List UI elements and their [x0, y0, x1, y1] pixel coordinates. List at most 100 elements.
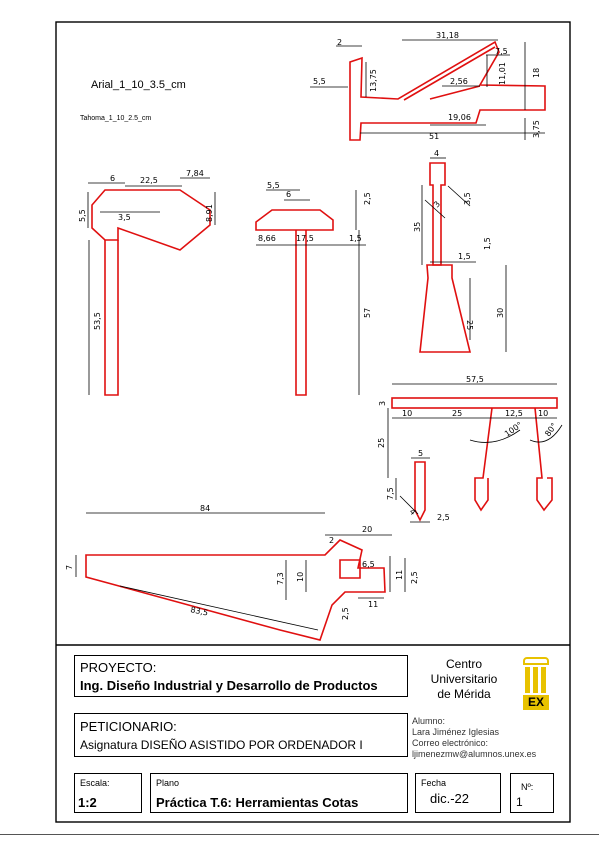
- proyecto-label: PROYECTO:: [80, 660, 157, 675]
- dim-line: [399, 495, 419, 515]
- logo-column-left: [525, 667, 530, 693]
- dim-label: 1,5: [458, 252, 471, 261]
- dim-line: [424, 199, 446, 219]
- dim-label: 3,75: [532, 120, 541, 138]
- plano-box: Plano Práctica T.6: Herramientas Cotas: [150, 773, 408, 813]
- wrench-outline: [85, 539, 386, 641]
- compass: 57,5 3 10 25 12,5 10 100° 80° 25: [377, 375, 563, 512]
- dim-label: 4: [408, 507, 418, 517]
- dim-label: 12,5: [505, 409, 523, 418]
- font-note-small: Tahoma_1_10_2.5_cm: [80, 115, 151, 122]
- logo-column-right: [541, 667, 546, 693]
- dim-label: 3,5: [463, 192, 472, 205]
- dim-label: 57: [363, 308, 372, 318]
- dim-label: 57,5: [466, 375, 484, 384]
- escala-label: Escala:: [80, 778, 110, 788]
- institution: Centro Universitario de Mérida: [418, 657, 510, 702]
- dim-label: 7,5: [386, 487, 395, 500]
- dim-line: [447, 185, 471, 207]
- small-tool-outline: [414, 461, 426, 522]
- font-note-large: Arial_1_10_3.5_cm: [91, 79, 186, 91]
- dim-label: 7,3: [276, 572, 285, 585]
- dim-label: 5,5: [313, 77, 326, 86]
- dim-label: 2,5: [363, 192, 372, 205]
- wrench: 84 20 7 2 7,3 10 6,5 11 2,5 83,5 11 2,5: [65, 504, 419, 641]
- logo-ex-badge: EX: [523, 695, 549, 710]
- wrench-jaw-detail: [339, 559, 361, 579]
- dim-label: 53,5: [93, 312, 102, 330]
- proyecto-value: Ing. Diseño Industrial y Desarrollo de P…: [80, 678, 378, 693]
- dim-label: 2,5: [437, 513, 450, 522]
- dim-label: 3: [378, 401, 387, 406]
- hammer-handle-outline: [295, 230, 307, 396]
- dim-label: 20: [362, 525, 372, 534]
- dim-label: 6,5: [362, 560, 375, 569]
- fecha-label: Fecha: [421, 778, 447, 788]
- dim-label: 80°: [543, 421, 559, 438]
- alumno-label: Alumno:: [412, 716, 446, 726]
- logo-column-mid: [533, 667, 538, 693]
- dim-label: 17,5: [296, 234, 314, 243]
- dim-label: 7,84: [186, 169, 204, 178]
- dim-label: 25: [465, 320, 474, 330]
- dim-label: 19,06: [448, 113, 471, 122]
- email-label: Correo electrónico:: [412, 738, 489, 748]
- angle-arc: [469, 429, 521, 443]
- escala-value: 1:2: [78, 795, 97, 810]
- dim-label: 3,5: [118, 213, 131, 222]
- numero-label: Nº:: [521, 782, 534, 792]
- dim-label: 2,56: [450, 77, 468, 86]
- peticionario-value: Asignatura DISEÑO ASISTIDO POR ORDENADOR…: [80, 738, 363, 752]
- dim-label: 10: [296, 572, 305, 582]
- dim-label: 51: [429, 132, 439, 141]
- top-right-tool-outline: [349, 40, 546, 141]
- dim-label: 4: [434, 149, 439, 158]
- dim-line: [119, 585, 319, 631]
- chisel-blade-outline: [429, 162, 446, 266]
- dim-label: 2: [329, 536, 334, 545]
- dim-label: 5: [418, 449, 423, 458]
- plano-label: Plano: [156, 778, 180, 788]
- dim-label: 1,5: [349, 234, 362, 243]
- peticionario-label: PETICIONARIO:: [80, 719, 177, 734]
- dim-label: 2,5: [341, 607, 350, 620]
- axe-handle-outline: [104, 240, 119, 396]
- sheet-frame: [55, 21, 571, 823]
- dim-label: 25: [377, 438, 386, 448]
- dim-label: 11: [368, 600, 378, 609]
- university-logo-icon: EX: [519, 655, 553, 711]
- dim-label: 6: [110, 174, 115, 183]
- chisel: 4 3,5 3 35 1,5 1,5 25 30: [413, 149, 507, 353]
- dim-label: 8,66: [258, 234, 276, 243]
- hammer-head-outline: [255, 209, 334, 231]
- plano-value: Práctica T.6: Herramientas Cotas: [156, 795, 359, 810]
- small-tool: 5 7,5 4 2,5: [386, 449, 450, 523]
- dim-label: 11,01: [498, 62, 507, 85]
- institution-line3: de Mérida: [437, 687, 491, 701]
- compass-leg-right: [534, 407, 553, 512]
- top-right-tool: 2 31,18 7,5 5,5 13,75 2,56 11,01 18 19,0…: [310, 31, 546, 141]
- dim-label: 2: [337, 38, 342, 47]
- dim-label: 5,5: [78, 209, 87, 222]
- dim-label: 30: [496, 308, 505, 318]
- peticionario-box: PETICIONARIO: Asignatura DISEÑO ASISTIDO…: [74, 713, 408, 757]
- institution-line1: Centro: [445, 657, 483, 671]
- fecha-box: Fecha dic.-22: [415, 773, 501, 813]
- dim-label: 83,5: [190, 605, 209, 618]
- dim-label: 7: [65, 565, 74, 570]
- axe-head-outline: [91, 189, 211, 251]
- institution-line2: Universitario: [430, 672, 498, 686]
- student-info: Alumno: Lara Jiménez Iglesias Correo ele…: [412, 716, 536, 760]
- dim-label: 7,5: [495, 47, 508, 56]
- numero-value: 1: [516, 795, 523, 809]
- dim-label: 11: [395, 570, 404, 580]
- escala-box: Escala: 1:2: [74, 773, 142, 813]
- axe: 6 22,5 7,84 5,5 3,5 8,91 53,5: [78, 169, 216, 396]
- hammer: 5,5 6 2,5 8,66 17,5 1,5 57: [255, 181, 372, 396]
- chisel-handle-outline: [419, 264, 472, 353]
- page-bottom-rule: [0, 834, 599, 835]
- dim-label: 31,18: [436, 31, 459, 40]
- dim-label: 18: [532, 68, 541, 78]
- alumno-value: Lara Jiménez Iglesias: [412, 727, 500, 737]
